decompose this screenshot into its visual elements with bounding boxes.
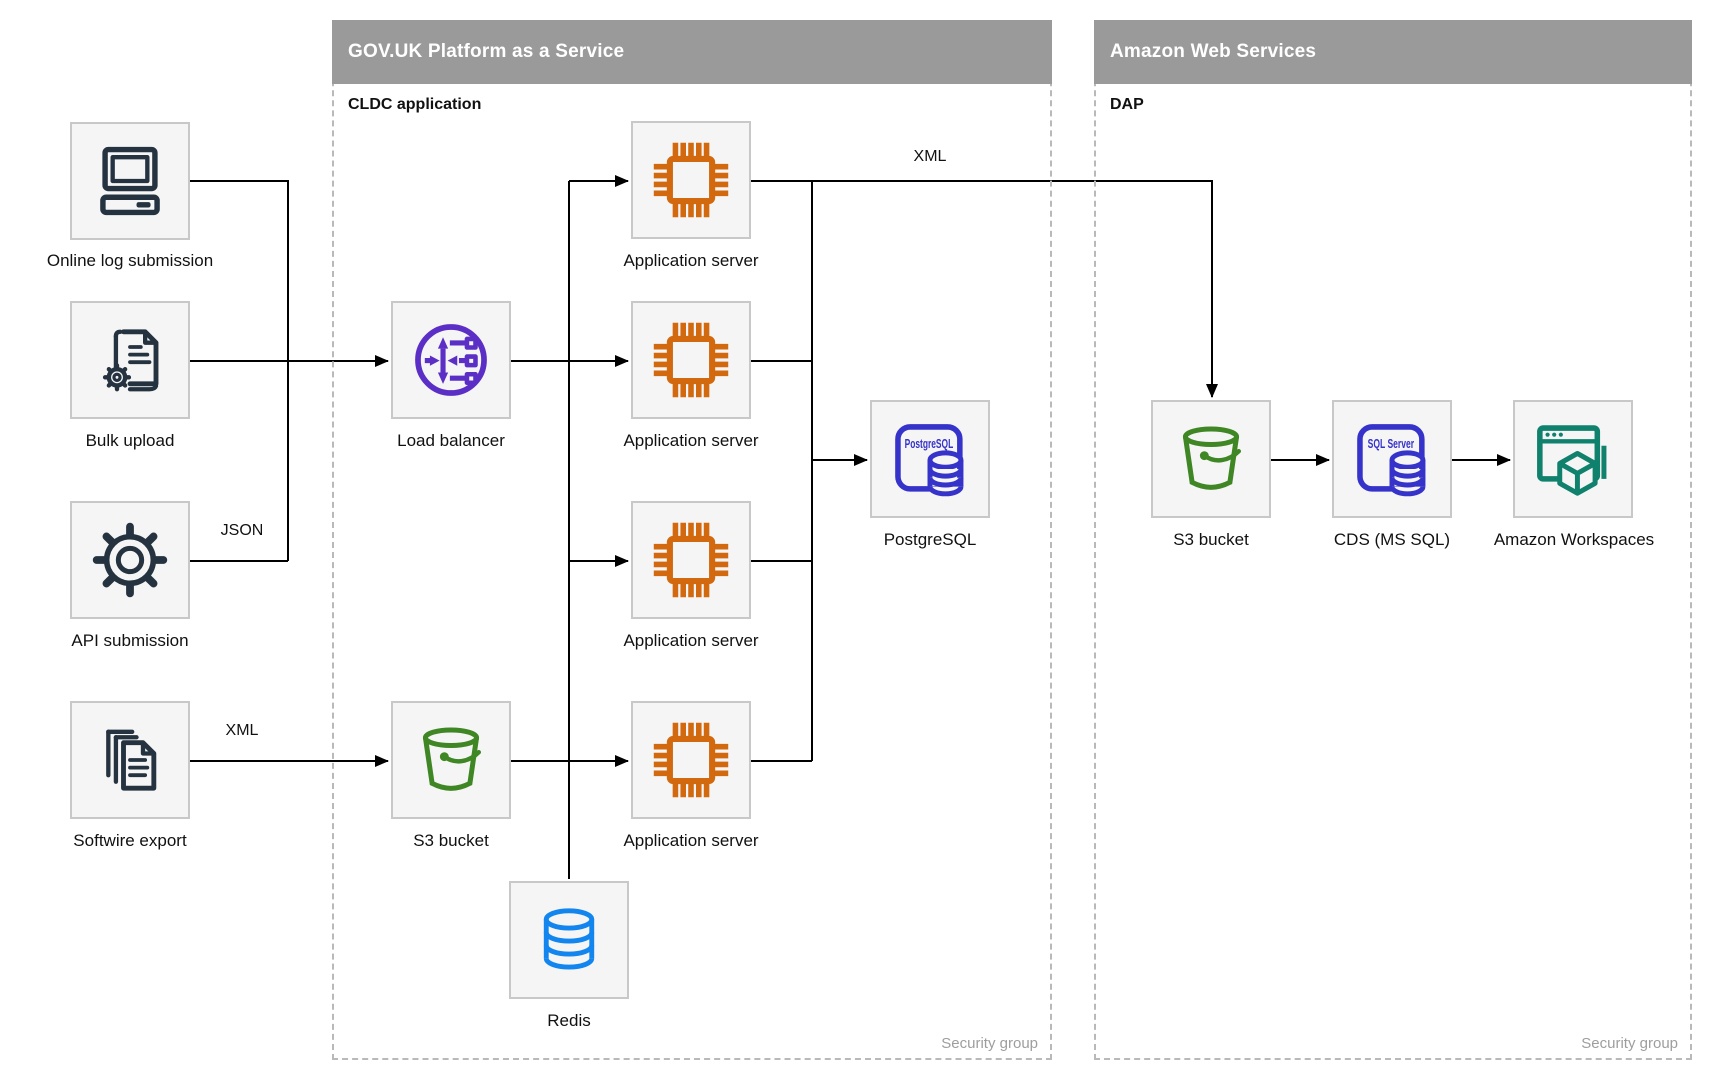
node-label: S3 bucket [1173, 530, 1249, 549]
node-load-balancer [391, 301, 511, 419]
gear-icon [92, 522, 168, 598]
chip-icon [653, 142, 729, 218]
cldc-application-label: CLDC application [348, 96, 482, 113]
aws-title: Amazon Web Services [1110, 41, 1317, 62]
edge-sources-join [190, 180, 289, 562]
govuk-paas-header-bar: GOV.UK Platform as a Service [332, 20, 1052, 84]
documents-stack-icon [106, 729, 157, 791]
s3-bucket-icon [1182, 426, 1241, 490]
paas-security-group-label: Security group [941, 1035, 1038, 1052]
node-redis [509, 881, 629, 999]
node-application-server-1 [631, 121, 751, 239]
edge-label-xml-to-dap: XML [910, 148, 950, 166]
node-application-server-4 [631, 701, 751, 819]
node-api-submission [70, 501, 190, 619]
node-online-log-submission [70, 122, 190, 240]
desktop-computer-icon [100, 146, 160, 216]
chip-icon [653, 722, 729, 798]
s3-bucket-icon [422, 727, 481, 791]
postgresql-database-icon: PostgreSQL [895, 424, 964, 497]
node-label: Application server [623, 431, 759, 450]
workspaces-icon [1537, 425, 1607, 496]
node-label: Amazon Workspaces [1493, 530, 1655, 549]
node-amazon-workspaces [1513, 400, 1633, 518]
node-label: S3 bucket [413, 831, 489, 850]
edge-label-json: JSON [217, 522, 267, 540]
document-gear-icon [102, 329, 159, 392]
node-label: API submission [71, 631, 189, 650]
node-label: PostgreSQL [883, 530, 977, 549]
node-label: Bulk upload [85, 431, 175, 450]
edge-label-xml-export: XML [222, 722, 262, 740]
node-softwire-export [70, 701, 190, 819]
chip-icon [653, 522, 729, 598]
svg-text:PostgreSQL: PostgreSQL [905, 436, 954, 451]
redis-database-icon [543, 908, 595, 970]
dap-label: DAP [1110, 96, 1144, 113]
node-label: Application server [623, 251, 759, 270]
node-label: Redis [547, 1011, 591, 1030]
group-aws: Amazon Web Services DAP Security group [1094, 20, 1692, 1060]
node-application-server-3 [631, 501, 751, 619]
node-label: CDS (MS SQL) [1333, 530, 1451, 549]
group-govuk-paas: GOV.UK Platform as a Service CLDC applic… [332, 20, 1052, 1060]
aws-header-bar: Amazon Web Services [1094, 20, 1692, 84]
node-postgresql: PostgreSQL [870, 400, 990, 518]
node-label: Load balancer [397, 431, 505, 450]
node-cds-mssql: SQL Server [1332, 400, 1452, 518]
load-balancer-icon [415, 324, 487, 396]
chip-icon [653, 322, 729, 398]
aws-security-group-label: Security group [1581, 1035, 1678, 1052]
node-s3-bucket-aws [1151, 400, 1271, 518]
node-s3-bucket-paas [391, 701, 511, 819]
svg-text:SQL Server: SQL Server [1368, 436, 1414, 451]
node-label: Application server [623, 631, 759, 650]
node-label: Online log submission [46, 251, 214, 270]
node-bulk-upload [70, 301, 190, 419]
govuk-paas-title: GOV.UK Platform as a Service [348, 41, 625, 62]
node-application-server-2 [631, 301, 751, 419]
sql-server-database-icon: SQL Server [1357, 424, 1426, 497]
node-label: Softwire export [73, 831, 187, 850]
node-label: Application server [623, 831, 759, 850]
